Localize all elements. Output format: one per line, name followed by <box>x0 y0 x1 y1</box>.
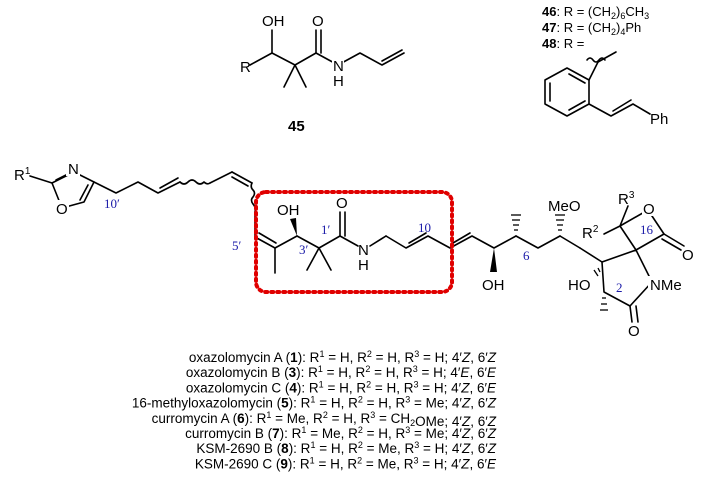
compound-45-bonds <box>249 29 405 88</box>
methoxy: MeO <box>548 198 581 215</box>
r-group-47: 47: R = (CH2)4Ph <box>542 20 641 37</box>
amide-o: O <box>336 195 348 212</box>
lactam-o: O <box>628 323 640 340</box>
styrylphenyl-substituent: Ph <box>544 51 668 128</box>
oh-3-prime: OH <box>277 202 300 219</box>
locant-6: 6 <box>523 248 530 263</box>
compound-list-item: curromycin A (6): R1 = Me, R2 = H, R3 = … <box>152 410 497 429</box>
locant-1-prime: 1′ <box>321 222 331 237</box>
compound-list-item: oxazolomycin C (4): R1 = H, R2 = H, R3 =… <box>186 379 497 395</box>
oxazolomycin-core: N O R1 <box>14 160 694 340</box>
compound-list: oxazolomycin A (1): R1 = H, R2 = H, R3 =… <box>132 349 497 471</box>
diene-chain <box>385 214 581 272</box>
oh-7: OH <box>482 277 505 294</box>
compound-45-h: H <box>333 73 344 90</box>
triene-chain <box>93 171 298 274</box>
r-group-definitions: 46: R = (CH2)6CH3 47: R = (CH2)4Ph 48: R… <box>542 4 668 128</box>
locant-10-prime: 10′ <box>104 196 120 211</box>
compound-45-label: 45 <box>288 118 305 135</box>
compound-45-carbonyl-o: O <box>312 13 324 30</box>
r2-label: R2 <box>582 224 599 242</box>
oxazole-o: O <box>56 201 68 218</box>
compound-list-item: oxazolomycin A (1): R1 = H, R2 = H, R3 =… <box>189 349 497 365</box>
lactone-ring-o: O <box>643 201 655 218</box>
compound-list-item: KSM-2690 C (9): R1 = H, R2 = Me, R3 = H;… <box>195 455 497 471</box>
r1-label: R1 <box>14 166 31 184</box>
r-group-48-ph: Ph <box>650 111 668 128</box>
r-group-48: 48: R = <box>542 36 584 51</box>
compound-list-item: KSM-2690 B (8): R1 = H, R2 = Me, R3 = H;… <box>196 440 496 456</box>
locant-3-prime: 3′ <box>299 242 309 257</box>
lactam-nme: NMe <box>650 277 682 294</box>
r3-label: R3 <box>618 190 635 208</box>
r-group-46: 46: R = (CH2)6CH3 <box>542 4 649 21</box>
locant-16: 16 <box>640 222 654 237</box>
lactone-carbonyl-o: O <box>682 247 694 264</box>
amide-n: N <box>358 242 369 259</box>
compound-45-n: N <box>333 58 344 75</box>
compound-45-r: R <box>240 59 251 76</box>
locant-5-prime: 5′ <box>232 238 242 253</box>
amide-fragment <box>290 211 387 271</box>
compound-list-item: oxazolomycin B (3): R1 = H, R2 = H, R3 =… <box>186 364 497 380</box>
highlight-box <box>254 190 454 294</box>
locant-10: 10 <box>418 220 431 235</box>
oxazole-n: N <box>68 161 79 178</box>
compound-45: OH R O N H 45 <box>240 13 405 135</box>
c3-ho: HO <box>568 277 591 294</box>
locant-2: 2 <box>616 280 623 295</box>
compound-45-oh: OH <box>262 13 285 30</box>
amide-h: H <box>358 257 369 274</box>
compound-list-item: 16-methyloxazolomycin (5): R1 = H, R2 = … <box>132 395 497 411</box>
compound-list-item: curromycin B (7): R1 = Me, R2 = H, R3 = … <box>185 425 497 441</box>
